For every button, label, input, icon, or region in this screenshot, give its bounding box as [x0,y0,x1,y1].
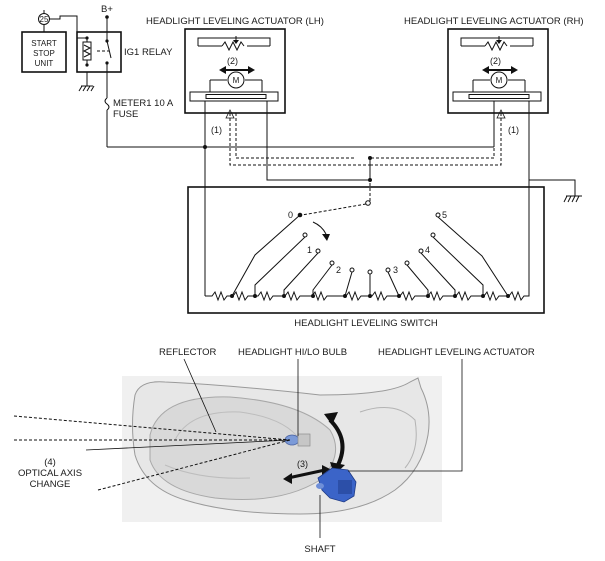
start-stop-unit: 25 START STOP UNIT [21,13,67,73]
fuse-label-2: FUSE [113,109,138,120]
actuator-rh: HEADLIGHT LEVELING ACTUATOR (RH) (2) M (… [404,16,583,135]
actuator-rh-motor: M [496,76,503,85]
start-stop-unit-label-2: STOP [33,49,55,58]
switch-position-3: 3 [393,265,398,275]
optical-axis-label-1: OPTICAL AXIS [18,468,82,479]
actuator-lh-callout-2: (2) [227,56,238,66]
actuator-lh-callout-1: (1) [211,125,222,135]
switch-position-5: 5 [442,210,447,220]
hilo-bulb-label: HEADLIGHT HI/LO BULB [238,347,347,358]
headlight-leveling-switch: 0 1 2 3 4 5 [187,180,545,314]
headlamp-illustration: (3) [122,376,442,522]
optical-axis-num: (4) [44,457,56,468]
actuator-lh-motor: M [233,76,240,85]
switch-position-0: 0 [288,210,293,220]
actuator-rh-callout-1: (1) [508,125,519,135]
switch-position-4: 4 [425,245,430,255]
fuse-label-1: METER1 10 A [113,98,174,109]
shaft-callout-3: (3) [297,459,308,469]
start-stop-unit-label-1: START [31,39,57,48]
ig1-relay-label: IG1 RELAY [124,47,173,58]
b-plus-label: B+ [101,4,113,15]
switch-position-2: 2 [336,265,341,275]
start-stop-unit-label-3: UNIT [35,59,54,68]
shaft-label: SHAFT [304,544,335,555]
actuator-rh-label: HEADLIGHT LEVELING ACTUATOR (RH) [404,16,583,27]
ig1-relay [76,31,122,73]
actuator-rh-callout-2: (2) [490,56,501,66]
actuator-lh-label: HEADLIGHT LEVELING ACTUATOR (LH) [146,16,324,27]
switch-title: HEADLIGHT LEVELING SWITCH [294,318,438,329]
switch-position-1: 1 [307,245,312,255]
leveling-actuator-label: HEADLIGHT LEVELING ACTUATOR [378,347,535,358]
start-stop-unit-number: 25 [40,15,49,24]
optical-axis-label-2: CHANGE [30,479,71,490]
actuator-lh: HEADLIGHT LEVELING ACTUATOR (LH) (2) M (… [146,16,324,135]
reflector-label: REFLECTOR [159,347,217,358]
